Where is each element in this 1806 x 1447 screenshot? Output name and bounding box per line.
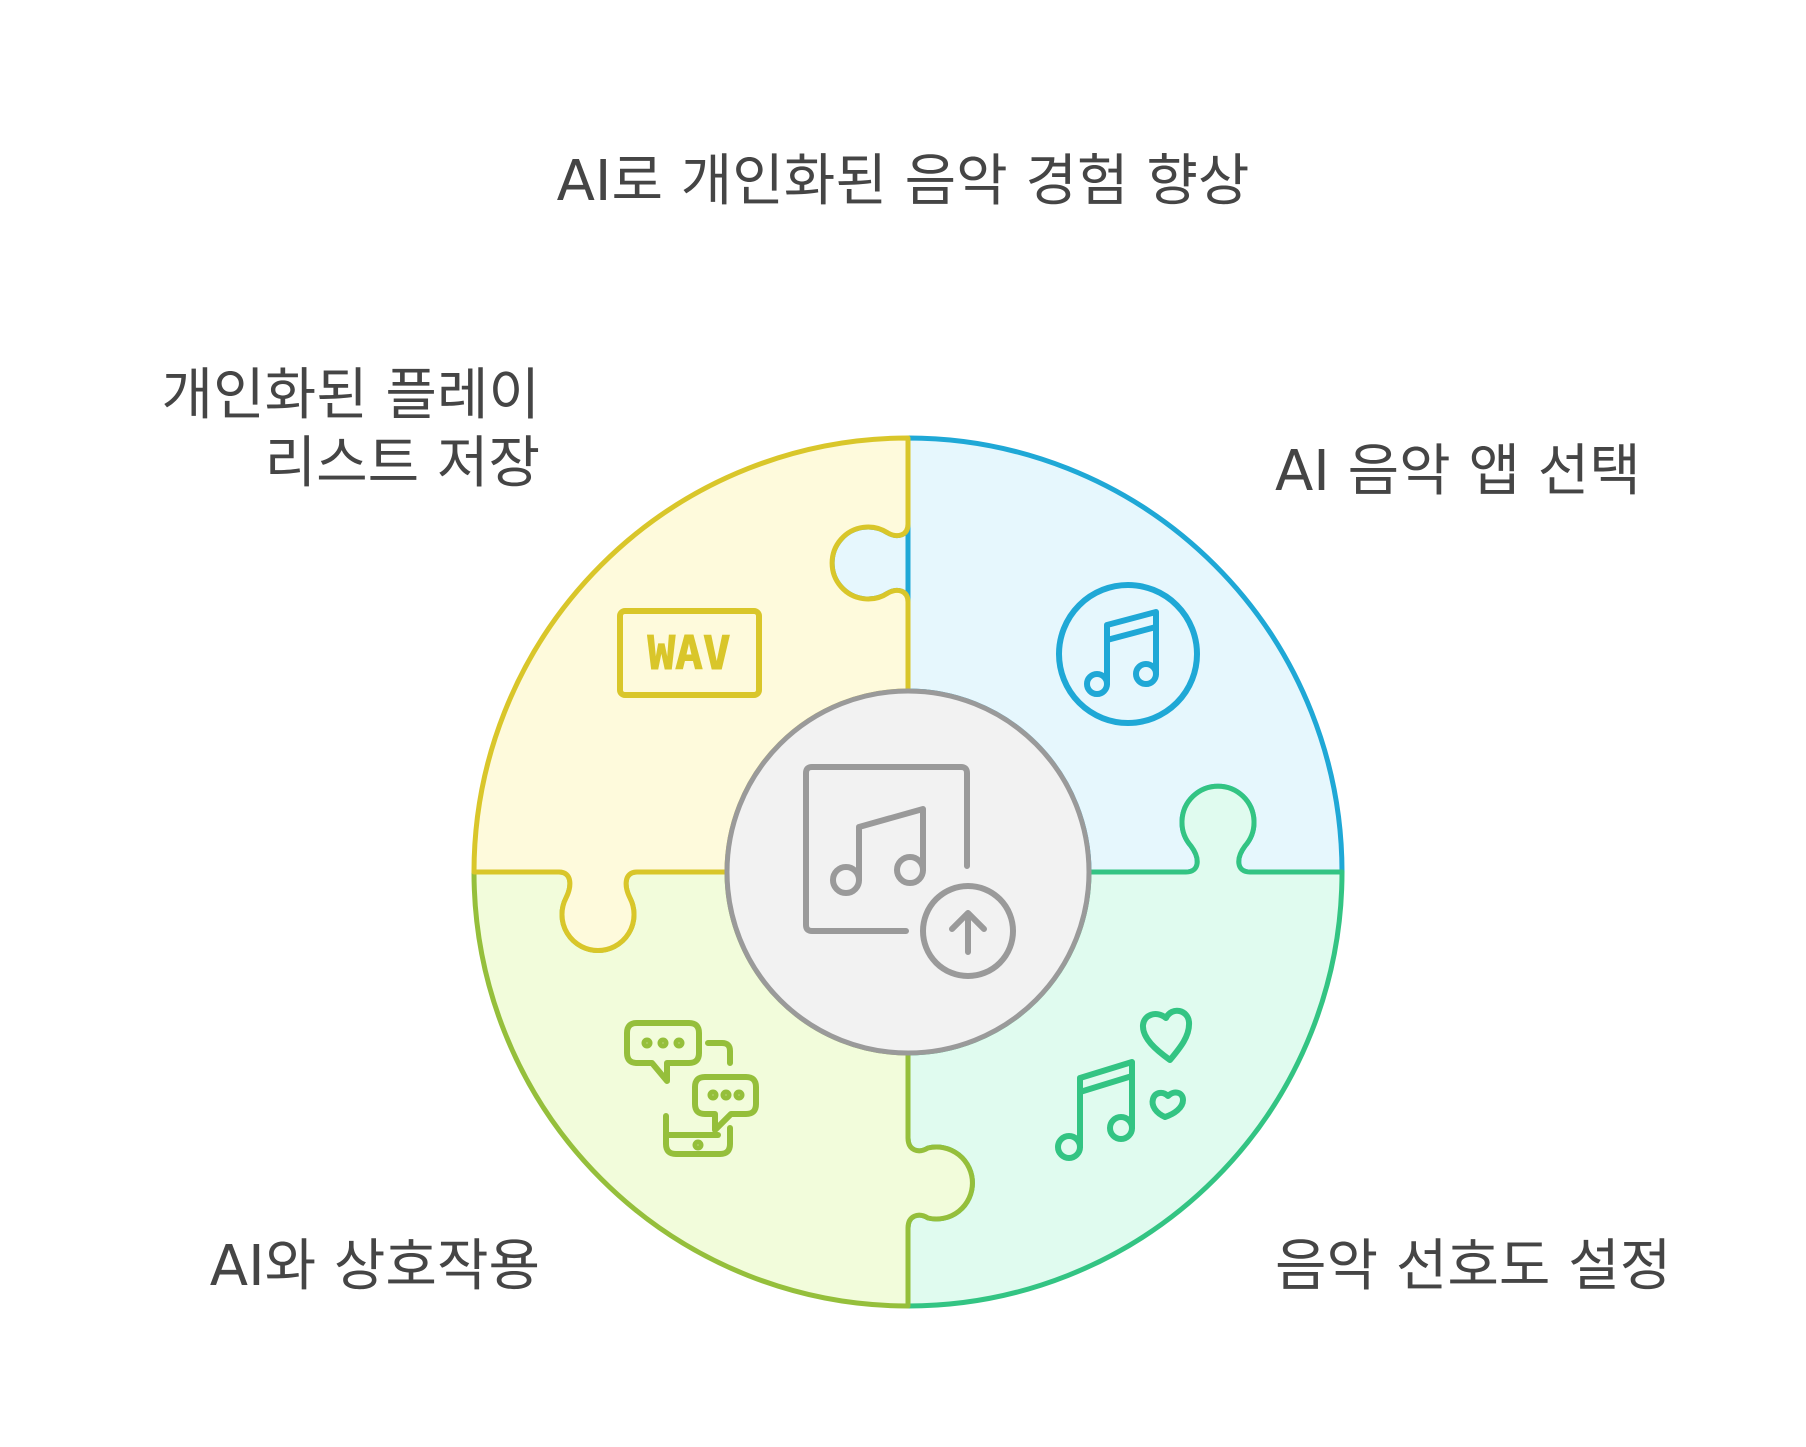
music-hearts-icon (1055, 1007, 1193, 1161)
label-select-app: AI 음악 앱 선택 (1275, 439, 1641, 504)
wav-file-icon: WAV (617, 608, 762, 698)
music-note-circle-icon (1056, 582, 1200, 726)
label-interact-ai: AI와 상호작용 (209, 1234, 540, 1299)
chat-phone-icon (624, 1020, 759, 1157)
diagram-title: AI로 개인화된 음악 경험 향상 (556, 149, 1250, 214)
label-save-playlist: 개인화된 플레이 리스트 저장 (161, 363, 540, 496)
wav-icon-text: WAV (647, 626, 730, 680)
music-upload-icon (803, 764, 1016, 979)
label-set-preferences: 음악 선호도 설정 (1275, 1234, 1672, 1299)
center-hub (724, 688, 1092, 1056)
